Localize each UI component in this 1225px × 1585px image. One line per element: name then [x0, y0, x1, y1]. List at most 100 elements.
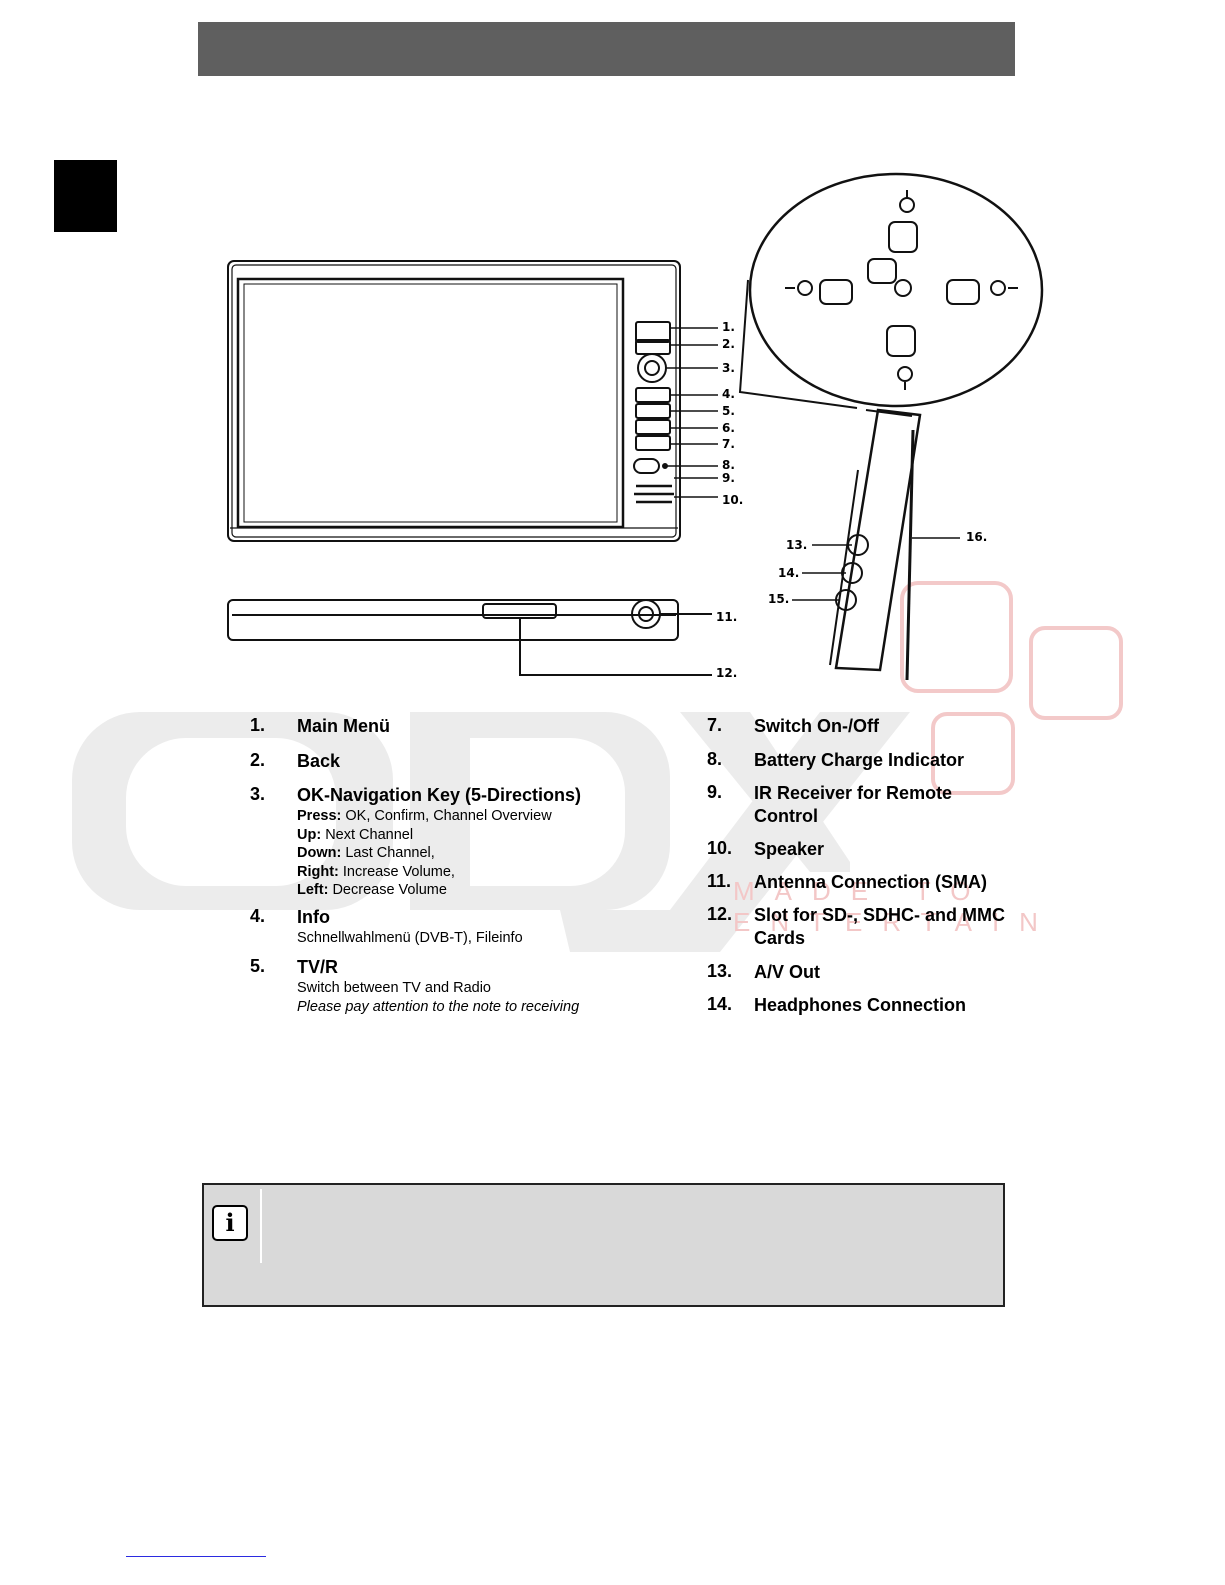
item-title: Back	[297, 751, 341, 771]
callout-13: 13.	[786, 538, 808, 552]
item-title: Slot for SD-, SDHC- and MMC Cards	[754, 905, 1005, 948]
finger-right-icon	[946, 279, 1018, 305]
callout-15: 15.	[768, 592, 790, 606]
item-number: 3.	[250, 784, 266, 804]
note-divider	[260, 1189, 262, 1263]
callout-14: 14.	[778, 566, 800, 580]
legend-item: 2. Back	[250, 750, 680, 784]
item-number: 14.	[707, 994, 733, 1014]
callout-11: 11.	[716, 610, 738, 624]
legend-item: 12. Slot for SD-, SDHC- and MMC Cards	[707, 904, 1047, 961]
item-title: Antenna Connection (SMA)	[754, 872, 987, 892]
button-6	[635, 419, 671, 435]
item-number: 11.	[707, 871, 732, 891]
item-title: Main Menü	[297, 716, 390, 736]
finger-down-icon	[886, 325, 916, 390]
item-number: 2.	[250, 750, 266, 770]
button-4	[635, 387, 671, 403]
legend-item: 13. A/V Out	[707, 961, 1047, 994]
item-detail: Down: Last Channel,	[297, 844, 680, 863]
item-number: 7.	[707, 715, 723, 735]
watermark-tagline: MADE TO ENTERTAIN	[733, 876, 1058, 937]
detail-label: Press:	[297, 808, 342, 824]
button-5	[635, 403, 671, 419]
button-1	[635, 321, 671, 343]
legend-item: 1. Main Menü	[250, 715, 680, 750]
callout-1: 1.	[722, 320, 735, 334]
callout-10: 10.	[722, 493, 744, 507]
detail-text: Increase Volume,	[338, 863, 455, 880]
item-title: Battery Charge Indicator	[754, 750, 965, 770]
callout-16: 16.	[966, 530, 988, 544]
info-note-box: i	[202, 1183, 1005, 1307]
callout-6: 6.	[722, 421, 735, 435]
info-icon: i	[212, 1205, 248, 1241]
item-detail: Right: Increase Volume,	[297, 863, 680, 882]
legend-item: 7. Switch On-/Off	[707, 715, 1047, 749]
item-number: 13.	[707, 961, 733, 981]
detail-text: Last Channel,	[341, 845, 435, 861]
legend-item: 10. Speaker	[707, 838, 1047, 871]
finger-up-icon	[888, 190, 918, 253]
item-title: TV/R	[297, 957, 339, 977]
item-number: 9.	[707, 782, 723, 802]
button-7	[635, 435, 671, 451]
callout-7: 7.	[722, 437, 735, 451]
detail-label: Right:	[297, 863, 339, 880]
legend-left: 1. Main Menü 2. Back 3. OK-Navigation Ke…	[250, 715, 680, 1016]
item-number: 4.	[250, 906, 266, 926]
item-number: 8.	[707, 749, 723, 769]
callout-3: 3.	[722, 361, 735, 375]
item-detail: Up: Next Channel	[297, 826, 680, 845]
callout-4: 4.	[722, 387, 735, 401]
device-front	[227, 260, 681, 542]
item-number: 1.	[250, 715, 266, 735]
item-title: Headphones Connection	[754, 995, 967, 1015]
callout-9: 9.	[722, 471, 735, 485]
item-title: OK-Navigation Key (5-Directions)	[297, 785, 582, 805]
legend-item: 3. OK-Navigation Key (5-Directions) Pres…	[250, 784, 680, 906]
header-bar	[198, 22, 1015, 76]
item-title: IR Receiver for Remote Control	[754, 783, 953, 826]
item-detail-note: Please pay attention to the note to rece…	[297, 998, 580, 1015]
legend-item: 8. Battery Charge Indicator	[707, 749, 1047, 782]
item-detail: Left: Decrease Volume	[297, 881, 680, 900]
nav-key	[637, 353, 667, 383]
legend-item: 14. Headphones Connection	[707, 994, 1047, 1027]
legend-item: 4. Info Schnellwahlmenü (DVB-T), Fileinf…	[250, 906, 680, 956]
finger-left-icon	[785, 279, 853, 305]
callout-12: 12.	[716, 666, 738, 680]
legend-right: 7. Switch On-/Off 8. Battery Charge Indi…	[707, 715, 1047, 1027]
finger-press-icon	[867, 258, 912, 297]
item-detail: Schnellwahlmenü (DVB-T), Fileinfo	[297, 930, 523, 946]
item-title: A/V Out	[754, 962, 820, 982]
section-tab	[54, 160, 117, 232]
device-bottom	[227, 599, 679, 641]
detail-text: OK, Confirm, Channel Overview	[341, 808, 552, 824]
item-detail: Switch between TV and Radio	[297, 980, 491, 996]
item-number: 12.	[707, 904, 733, 924]
item-number: 5.	[250, 956, 266, 976]
device-screen	[236, 277, 625, 529]
item-title: Speaker	[754, 839, 825, 859]
navigation-zoom	[748, 172, 1044, 408]
detail-text: Next Channel	[321, 826, 414, 843]
footnote-rule	[126, 1556, 266, 1557]
legend-item: 9. IR Receiver for Remote Control	[707, 782, 1047, 838]
detail-label: Left:	[297, 882, 329, 898]
legend-item: 5. TV/R Switch between TV and Radio Plea…	[250, 956, 680, 1016]
detail-text: Decrease Volume	[328, 882, 447, 898]
callout-8: 8.	[722, 458, 735, 472]
callout-2: 2.	[722, 337, 735, 351]
antenna	[905, 429, 915, 681]
detail-label: Down:	[297, 845, 342, 861]
item-detail: Press: OK, Confirm, Channel Overview	[297, 807, 680, 826]
detail-label: Up:	[297, 826, 322, 843]
ir-receiver	[633, 458, 660, 474]
callout-5: 5.	[722, 404, 735, 418]
item-title: Switch On-/Off	[754, 716, 879, 736]
item-title: Info	[297, 907, 330, 927]
legend-item: 11. Antenna Connection (SMA)	[707, 871, 1047, 904]
